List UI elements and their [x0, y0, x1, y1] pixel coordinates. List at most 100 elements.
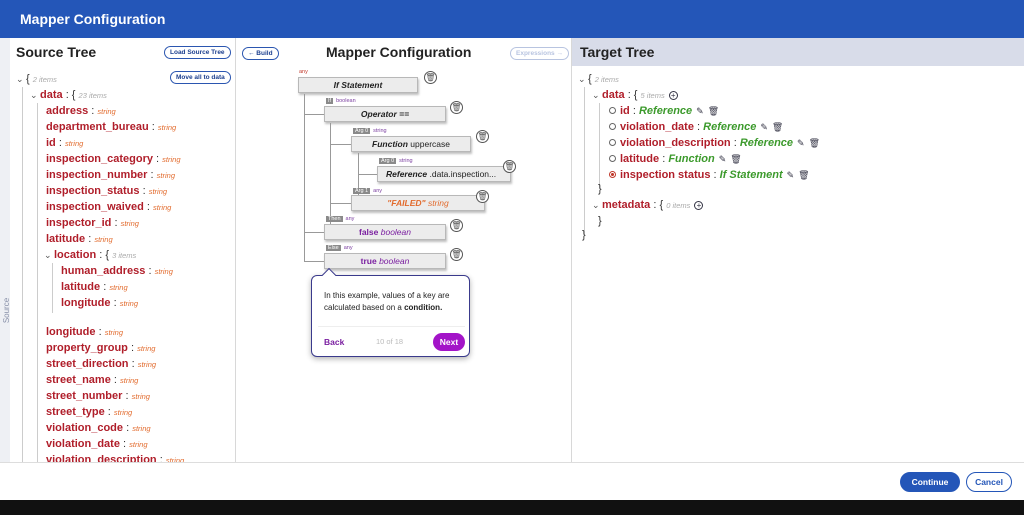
source-root-row[interactable]: ⌄{ 2 items [16, 73, 57, 85]
trash-icon[interactable]: 🗑 [798, 170, 810, 180]
reference-node[interactable]: Reference .data.inspection... [377, 166, 511, 182]
radio-icon[interactable] [609, 171, 616, 178]
source-field-row[interactable]: inspection_status : string [46, 185, 168, 197]
target-tree-panel: Target Tree ⌄{ 2 items ⌄data : { 5 items… [572, 38, 1024, 462]
source-field-row[interactable]: longitude : string [46, 326, 124, 338]
operator-node[interactable]: Operator == [324, 106, 446, 122]
source-field-row[interactable]: latitude : string [46, 233, 113, 245]
radio-icon[interactable] [609, 123, 616, 130]
target-field-row[interactable]: violation_date : Reference✎🗑 [609, 120, 783, 134]
then-node[interactable]: false boolean [324, 224, 446, 240]
source-location-row[interactable]: ⌄location : { 3 items [44, 249, 137, 261]
source-field-row[interactable]: address : string [46, 105, 116, 117]
trash-icon[interactable]: 🗑 [730, 154, 742, 164]
function-node[interactable]: Function uppercase [351, 136, 471, 152]
source-data-row[interactable]: ⌄data : { 23 items [30, 89, 107, 101]
dialog-footer: Continue Cancel [0, 462, 1024, 500]
source-field-row[interactable]: department_bureau : string [46, 121, 177, 133]
trash-icon[interactable]: 🗑 [707, 106, 720, 116]
source-field-row[interactable]: street_number : string [46, 390, 150, 402]
target-tree-title: Target Tree [580, 44, 655, 60]
target-root-close: } [582, 229, 586, 241]
tooltip-step-counter: 10 of 18 [376, 337, 404, 346]
source-side-tab[interactable]: Source [0, 38, 11, 500]
trash-icon[interactable]: 🗑 [503, 160, 516, 173]
else-node[interactable]: true boolean [324, 253, 446, 269]
build-button[interactable]: ← Build [242, 47, 279, 60]
trash-icon[interactable]: 🗑 [476, 130, 489, 143]
source-field-row[interactable]: violation_code : string [46, 422, 151, 434]
load-source-tree-button[interactable]: Load Source Tree [164, 46, 231, 59]
mapper-panel: ← Build Mapper Configuration Expressions… [236, 38, 572, 462]
target-metadata-close: } [598, 215, 602, 227]
tooltip-text: In this example, values of a key are cal… [324, 291, 450, 312]
target-metadata-row[interactable]: ⌄metadata : { 0 items+ [592, 198, 704, 213]
radio-icon[interactable] [609, 139, 616, 146]
chevron-down-icon[interactable]: ⌄ [578, 74, 586, 84]
chevron-down-icon[interactable]: ⌄ [592, 200, 600, 210]
trash-icon[interactable]: 🗑 [771, 122, 784, 132]
tooltip-back-button[interactable]: Back [324, 337, 345, 347]
edit-icon[interactable]: ✎ [718, 154, 727, 164]
source-field-row[interactable]: inspector_id : string [46, 217, 139, 229]
source-field-row[interactable]: id : string [46, 137, 84, 149]
radio-icon[interactable] [609, 155, 616, 162]
chevron-down-icon[interactable]: ⌄ [44, 250, 52, 260]
trash-icon[interactable]: 🗑 [476, 190, 489, 203]
dialog-title: Mapper Configuration [0, 0, 1024, 38]
source-field-row[interactable]: inspection_category : string [46, 153, 181, 165]
expressions-button[interactable]: Expressions → [510, 47, 569, 60]
source-field-row[interactable]: latitude : string [61, 281, 128, 293]
cancel-button[interactable]: Cancel [966, 472, 1012, 492]
bottom-bar [0, 500, 1024, 515]
source-field-row[interactable]: property_group : string [46, 342, 156, 354]
if-type-tag: any [299, 69, 308, 75]
source-field-row[interactable]: violation_date : string [46, 438, 148, 450]
chevron-down-icon[interactable]: ⌄ [30, 90, 38, 100]
tour-tooltip: In this example, values of a key are cal… [311, 267, 470, 357]
add-icon[interactable]: + [668, 91, 678, 100]
tooltip-next-button[interactable]: Next [433, 333, 465, 351]
source-field-row[interactable]: human_address : string [61, 265, 173, 277]
source-field-row[interactable]: violation_description : string [46, 454, 185, 462]
source-field-row[interactable]: inspection_number : string [46, 169, 175, 181]
trash-icon[interactable]: 🗑 [450, 219, 463, 232]
source-field-row[interactable]: street_direction : string [46, 358, 157, 370]
radio-icon[interactable] [609, 107, 616, 114]
chevron-down-icon[interactable]: ⌄ [592, 90, 600, 100]
trash-icon[interactable]: 🗑 [808, 138, 821, 148]
edit-icon[interactable]: ✎ [760, 122, 768, 132]
target-root-row[interactable]: ⌄{ 2 items [578, 73, 619, 85]
source-field-row[interactable]: street_type : string [46, 406, 133, 418]
continue-button[interactable]: Continue [900, 472, 960, 492]
trash-icon[interactable]: 🗑 [450, 248, 463, 261]
source-field-row[interactable]: inspection_waived : string [46, 201, 172, 213]
target-field-row[interactable]: inspection status : If Statement✎🗑 [609, 168, 810, 182]
source-field-row[interactable]: longitude : string [61, 297, 139, 309]
mapper-title: Mapper Configuration [326, 44, 472, 60]
target-field-row[interactable]: latitude : Function✎🗑 [609, 152, 742, 166]
chevron-down-icon[interactable]: ⌄ [16, 74, 24, 84]
add-icon[interactable]: + [694, 201, 704, 210]
source-field-row[interactable]: street_name : string [46, 374, 139, 386]
edit-icon[interactable]: ✎ [696, 106, 704, 116]
target-field-row[interactable]: id : Reference✎🗑 [609, 104, 719, 118]
trash-icon[interactable]: 🗑 [450, 101, 463, 114]
target-tree-header [572, 38, 1024, 66]
trash-icon[interactable]: 🗑 [424, 71, 437, 84]
target-field-row[interactable]: violation_description : Reference✎🗑 [609, 136, 820, 150]
edit-icon[interactable]: ✎ [786, 170, 795, 180]
edit-icon[interactable]: ✎ [797, 138, 805, 148]
failed-string-node[interactable]: "FAILED" string [351, 195, 485, 211]
if-statement-node[interactable]: If Statement [298, 77, 418, 93]
mapper-dialog: Mapper Configuration Source Source Tree … [0, 0, 1024, 500]
move-all-to-data-button[interactable]: Move all to data [170, 71, 231, 84]
target-data-row[interactable]: ⌄data : { 5 items+ [592, 88, 678, 103]
source-tree-panel: Source Tree Load Source Tree ⌄{ 2 items … [10, 38, 236, 462]
